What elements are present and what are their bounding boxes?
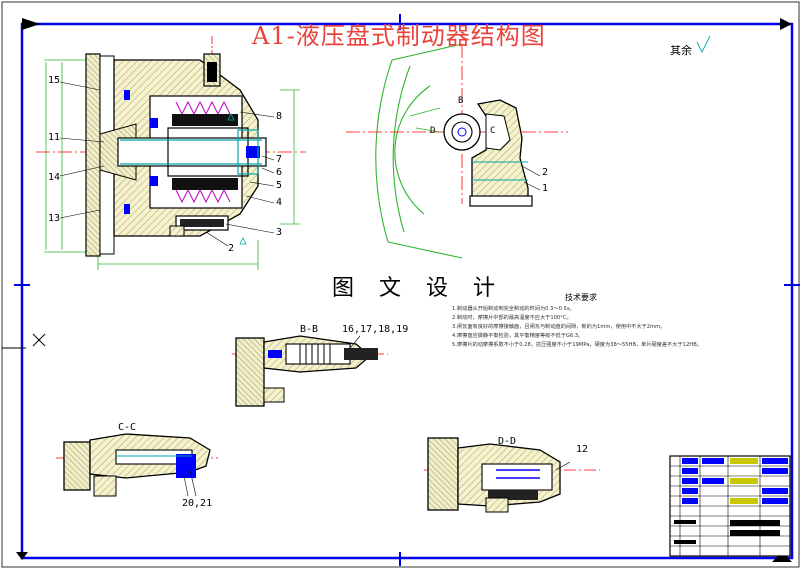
- inner-frame: [20, 22, 794, 560]
- part-label: 2: [542, 167, 549, 178]
- tech-requirement-item: 1.制动器从开始制动到完全制动的时间为0.3～0.5s。: [452, 306, 575, 312]
- tech-requirement-item: 4.摩擦盘应做静平衡检验，其平衡精度等级不低于G6.3。: [452, 333, 584, 339]
- part-label: 14: [48, 172, 61, 183]
- section-letter: B: [458, 96, 464, 106]
- part-label: 2: [228, 243, 235, 254]
- frame-triangles: [16, 18, 792, 562]
- section-letter: C: [490, 126, 496, 136]
- section-parts-bb: 16,17,18,19: [342, 324, 409, 335]
- part-label: 11: [48, 132, 61, 143]
- tech-requirements-list: 1.制动器从开始制动到完全制动的时间为0.3～0.5s。 2.制动时，摩擦片中部…: [452, 305, 742, 350]
- part-label: 1: [542, 183, 549, 194]
- drawing-title: A1-液压盘式制动器结构图: [252, 22, 546, 50]
- section-title-bb: B-B: [300, 324, 319, 335]
- side-view: [346, 43, 568, 259]
- part-label: 13: [48, 213, 61, 224]
- section-letter: D: [430, 126, 436, 136]
- title-block: [669, 455, 791, 557]
- section-bb-view: [232, 335, 388, 407]
- part-label: 15: [48, 75, 61, 86]
- part-label: 5: [276, 180, 283, 191]
- roughness-symbol: [696, 35, 711, 54]
- part-label: 8: [276, 111, 283, 122]
- section-dd-view: [424, 437, 600, 513]
- main-assembly-view: [36, 36, 306, 270]
- part-label: 6: [276, 167, 283, 178]
- remark-text: 其余: [670, 44, 692, 57]
- tech-requirement-item: 5.摩擦片的动摩擦系数不小于0.28，抗压强度不小于19MPa，硬度为38～55…: [452, 342, 702, 348]
- tech-requirements-title: 技术要求: [565, 293, 597, 302]
- section-title-dd: D-D: [498, 436, 517, 447]
- watermark-text: 图 文 设 计: [332, 276, 504, 301]
- frame-ticks: [14, 14, 800, 566]
- part-label: 3: [276, 227, 283, 238]
- section-title-cc: C-C: [118, 422, 137, 433]
- cross-marker: [2, 333, 46, 349]
- tech-requirement-item: 2.制动时，摩擦片中部的最高温度不应大于100°C。: [452, 315, 572, 321]
- tech-requirement-item: 3.闸瓦面有良好的摩擦接触面，且闸瓦与制动盘的间隙，新的为1mm，使用中不大于2…: [452, 324, 666, 330]
- section-parts-cc: 20,21: [182, 498, 213, 509]
- section-parts-dd: 12: [576, 444, 589, 455]
- part-label: 7: [276, 154, 283, 165]
- section-cc-view: [56, 433, 218, 497]
- part-label: 4: [276, 197, 283, 208]
